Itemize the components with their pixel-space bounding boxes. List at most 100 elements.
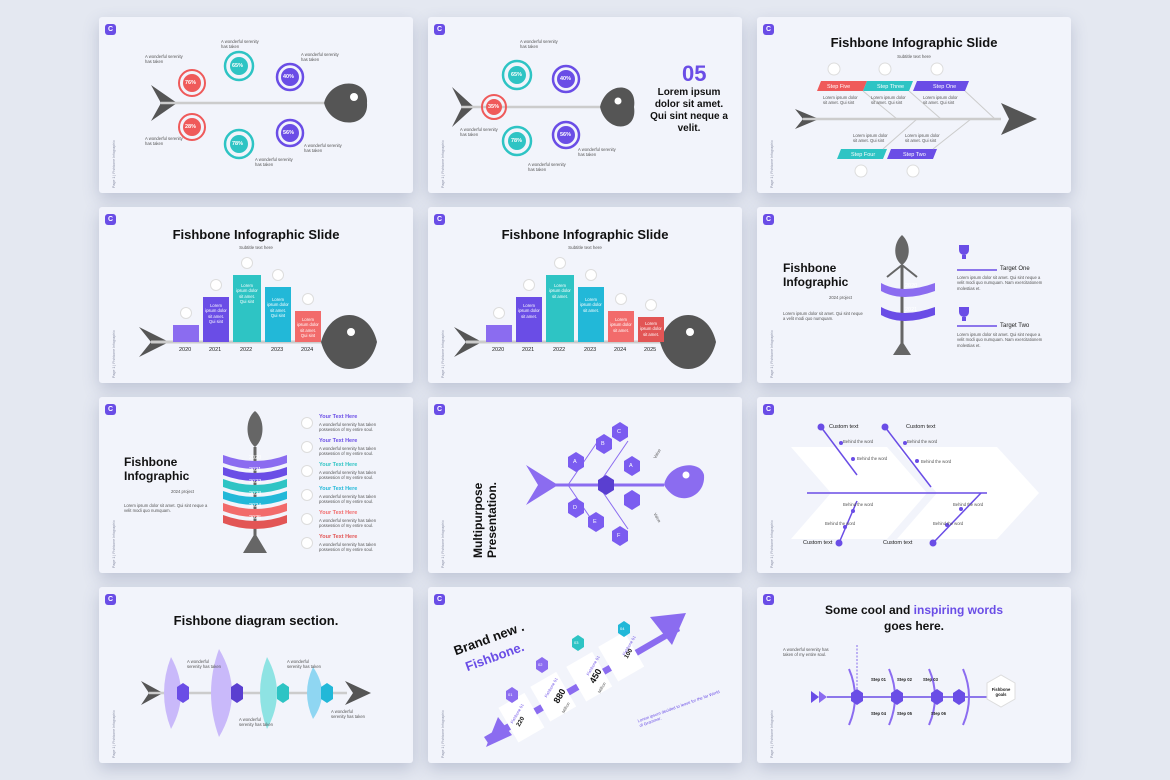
title-part-3: goes here. [883,619,945,633]
hex-letter: D [573,505,577,511]
custom-text: Custom text [883,540,913,546]
heading: Lorem ipsum dolor sit amet. Qui sint neq… [650,87,728,134]
pct-label: 40% [283,74,295,80]
slide-3[interactable]: C Page 1 | Fishbone Infographic Fishbone… [757,17,1071,193]
bar-text: Lorem ipsum dolor sit amet. Qui sint [297,317,319,339]
note: A wonderful serenity has taken [221,39,259,50]
pct-label: 40% [560,76,572,82]
step-label: Step 01 [871,677,886,682]
bar-text: Lorem ipsum dolor sit amet. Qui sint [267,297,289,319]
slide-title: Fishbone Infographic Slide [501,227,669,242]
logo: C [105,404,116,415]
year-label: 2024 [301,347,314,353]
fishbone-bar-diagram [139,257,377,370]
year-label: 2024 [249,503,262,509]
pct-label: 56% [560,132,572,138]
target-label: Target Two [1000,323,1030,329]
slide-title: Fishbone Infographic [783,261,849,289]
bar-text: Lorem ipsum dolor sit amet. [518,303,540,319]
step-label: Step Five [827,84,851,90]
slide-8[interactable]: C Page 1 | Fishbone Infographic Multipur… [428,397,742,573]
logo: C [763,594,774,605]
note: A wonderful serenity has taken [239,717,273,728]
title-part-1: Some cool and [824,603,914,617]
slide-2[interactable]: C Page 1 | Fishbone Infographic 65% 40% … [428,17,742,193]
behind-text: Behind the word [921,459,952,464]
pct-label: 35% [488,104,500,110]
item-text: A wonderful serenity has taken possessio… [319,446,377,457]
logo: C [105,24,116,35]
step-label: Step Three [877,84,905,90]
item-text: A wonderful serenity has taken possessio… [319,542,377,553]
year-label: 2021 [522,347,535,353]
note: A wonderful serenity has taken [528,162,566,173]
step-label: Step 06 [931,711,946,716]
item-title: Your Text Here [319,414,358,420]
note: A wonderful serenity has taken [145,54,183,65]
year-label: 2025 [644,347,657,353]
chevron-fishbone [791,423,1039,547]
item-text: A wonderful serenity has taken possessio… [319,470,377,481]
hex-letter: F [617,533,621,539]
year-label: 2023 [249,491,262,497]
slide-10[interactable]: C Page 1 | Fishbone Infographic Fishbone… [99,587,413,763]
behind-text: Behind the word [933,521,964,526]
target-text: Lorem ipsum dolor sit amet. Qui sint neq… [957,275,1043,291]
slide-6[interactable]: C Page 1 | Fishbone Infographic Fishbone… [757,207,1071,383]
hex-letter: A [629,463,633,469]
slide-12[interactable]: C Page 1 | Fishbone Infographic Some coo… [757,587,1071,763]
slide-9[interactable]: C Page 1 | Fishbone Infographic Custom t… [757,397,1071,573]
slide-subtitle: Subtitle text here [239,245,273,250]
vertical-fishbone [223,411,313,553]
logo: C [763,24,774,35]
item-text: A wonderful serenity has taken possessio… [319,422,377,433]
pct-label: 56% [283,130,295,136]
slide-1[interactable]: C Page 1 | Fishbone Infographic 76% 65% … [99,17,413,193]
pct-label: 28% [185,124,197,130]
vertical-fishbone [881,235,997,355]
logo: C [763,404,774,415]
target-text: Lorem ipsum dolor sit amet. Qui sint neq… [957,332,1043,348]
slide-7[interactable]: C Page 1 | Fishbone Infographic Fishbone… [99,397,413,573]
item-title: Your Text Here [319,462,358,468]
title-part-2: inspiring words [913,603,1004,617]
fishbone-circle-diagram [151,50,368,160]
custom-text: Custom text [803,540,833,546]
pct-label: 78% [511,138,523,144]
custom-text: Custom text [906,424,936,430]
note: A wonderful serenity has taken [578,147,616,158]
year-label: 2024 [614,347,627,353]
slide-5[interactable]: C Page 1 | Fishbone Infographic Fishbone… [428,207,742,383]
note: A wonderful serenity has taken [255,157,293,168]
slide-11[interactable]: C Page 1 | Fishbone Infographic Brand ne… [428,587,742,763]
pct-label: 78% [232,141,244,147]
note: A wonderful serenity has taken [331,709,365,720]
step-label: Step 05 [897,711,912,716]
note: A wonderful serenity has taken [287,659,321,670]
step-number: 02 [538,662,543,667]
note: A wonderful serenity has taken [145,136,183,147]
logo: C [434,594,445,605]
item-title: Your Text Here [319,438,358,444]
behind-text: Behind the word [843,439,874,444]
step-label: Step 04 [871,711,886,716]
year-label: 2020 [179,347,192,353]
hex-letter: C [617,429,621,435]
step-number: 03 [574,640,579,645]
description: A wonderful serenity has taken of my ent… [783,647,829,658]
note: Lorem ipsum dolor sit amet. Qui sint [853,133,888,144]
section-number: 05 [682,61,707,86]
step-label: Step Four [851,152,876,158]
slide-4[interactable]: C Page 1 | Fishbone Infographic Fishbone… [99,207,413,383]
description: Lorem ipsum dolor sit amet. Qui sint neq… [783,311,863,322]
goal-label: Fishbone goals [991,687,1011,698]
pct-label: 76% [185,80,197,86]
note: Lorem ipsum dolor sit amet. Qui sint [823,95,858,106]
slide-subtitle: Subtitle text here [897,54,931,59]
behind-text: Behind the word [843,502,874,507]
year-label: 2023 [271,347,284,353]
note: A wonderful serenity has taken [460,127,498,138]
bar-text: Lorem ipsum dolor sit amet. Qui sint [205,303,227,325]
note: A wonderful serenity has taken [301,52,339,63]
item-title: Your Text Here [319,486,358,492]
